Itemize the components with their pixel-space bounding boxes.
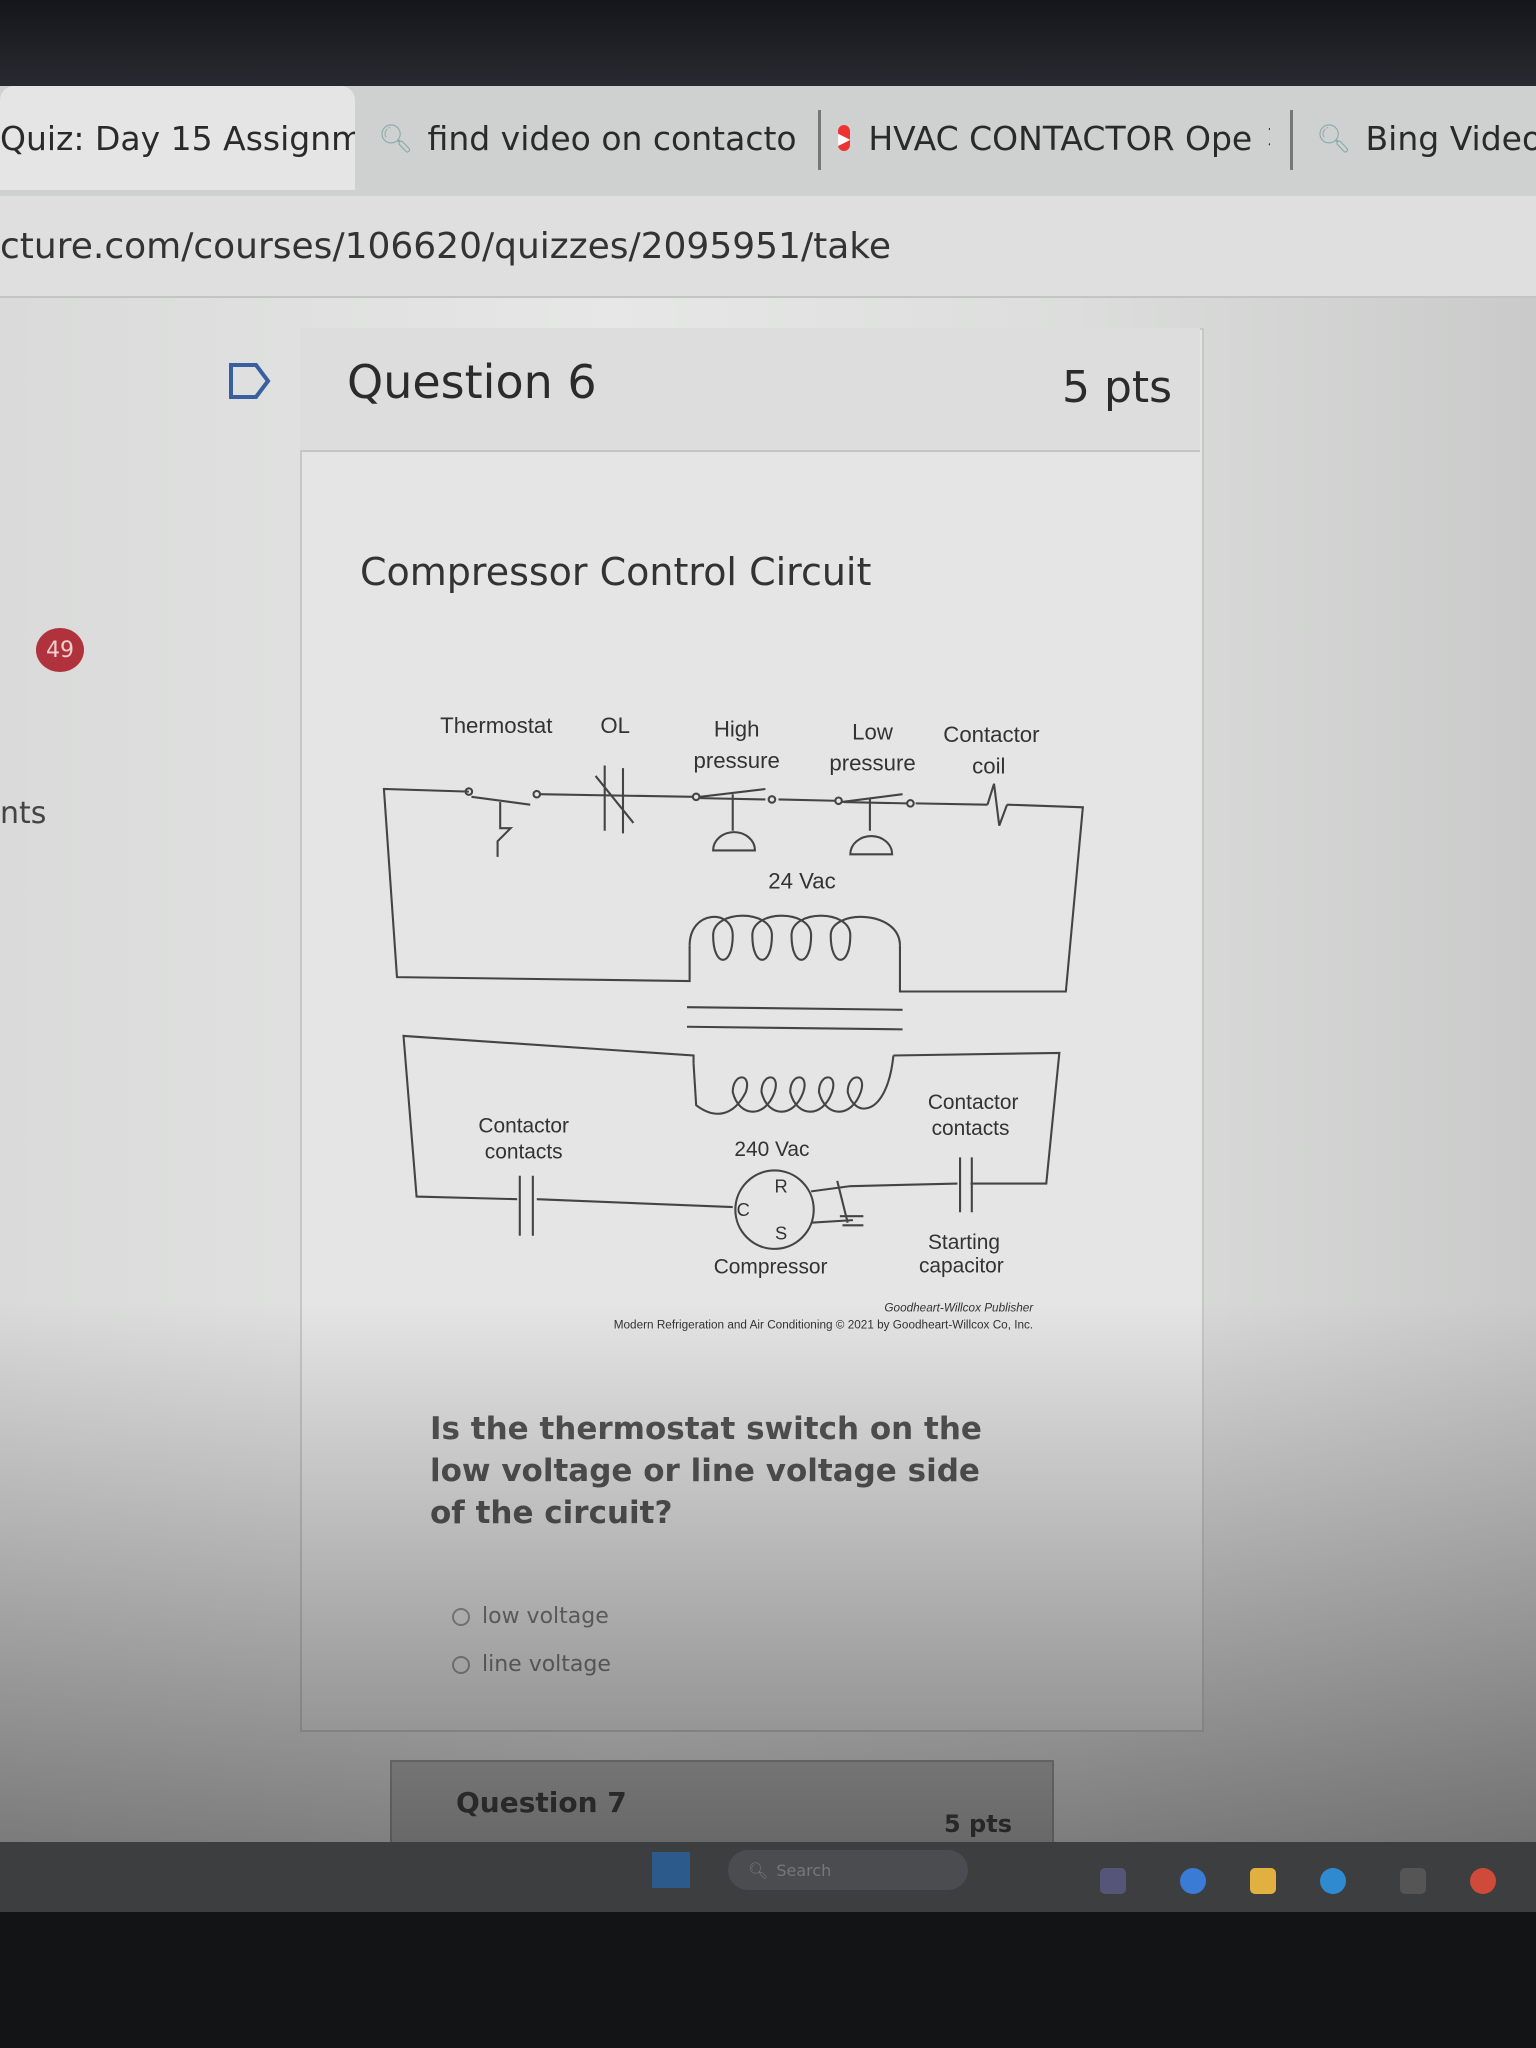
transformer-primary-coil	[688, 914, 902, 961]
tab-quiz[interactable]: Quiz: Day 15 Assignmen ✕	[0, 86, 355, 190]
option-label: line voltage	[482, 1652, 611, 1677]
tab-bing-videos[interactable]: 🔍︎ Bing Videos	[1316, 86, 1536, 190]
question-points: 5 pts	[1062, 362, 1173, 413]
transformer-core	[686, 1006, 903, 1031]
low-pressure-switch-symbol	[834, 793, 915, 856]
search-icon: 🔍︎	[1316, 121, 1352, 155]
option-low-voltage[interactable]: low voltage	[452, 1604, 609, 1629]
question-6-card	[300, 328, 1204, 1732]
contactor-contacts-right-symbol	[959, 1157, 973, 1213]
label-thermostat: Thermostat	[440, 713, 552, 738]
search-icon: 🔍︎	[748, 1860, 769, 1880]
question-prompt: Is the thermostat switch on the low volt…	[430, 1411, 982, 1531]
power-circuit-wire	[810, 1051, 1061, 1193]
edge-icon[interactable]	[1320, 1868, 1346, 1894]
tab-label: Quiz: Day 15 Assignmen	[0, 118, 355, 158]
chrome-icon[interactable]	[1470, 1868, 1496, 1894]
search-icon: 🔍︎	[378, 121, 414, 155]
label-coil: coil	[972, 753, 1005, 778]
control-circuit-wire	[382, 787, 691, 983]
thermostat-switch-symbol	[464, 787, 542, 857]
label-s: S	[775, 1223, 787, 1244]
label-ol: OL	[600, 713, 630, 738]
label-240vac: 240 Vac	[734, 1138, 809, 1161]
tab-divider	[818, 110, 821, 170]
label-starting: Starting	[928, 1231, 1000, 1254]
radio-button[interactable]	[452, 1607, 470, 1626]
tab-find-video[interactable]: 🔍︎ find video on contactor ✕	[378, 86, 798, 190]
tab-label: HVAC CONTACTOR Ope	[868, 118, 1253, 158]
tab-hvac-video[interactable]: ▶ HVAC CONTACTOR Ope ✕	[838, 86, 1270, 190]
sidebar-text: nts	[0, 796, 47, 831]
notification-badge[interactable]: 49	[36, 628, 84, 672]
control-circuit-wire	[539, 793, 988, 806]
question-title: Question 6	[347, 355, 597, 409]
monitor-bezel	[0, 0, 1536, 98]
label-compressor: Compressor	[714, 1256, 828, 1279]
label-pressure: pressure	[829, 751, 915, 776]
label-contactor: Contactor	[478, 1115, 569, 1138]
tab-label: find video on contactor	[427, 118, 798, 158]
contactor-contacts-left-symbol	[518, 1175, 534, 1236]
label-contacts: contacts	[485, 1141, 563, 1164]
transformer-secondary-coil	[692, 1055, 895, 1115]
label-r: R	[774, 1176, 787, 1197]
content-title: Compressor Control Circuit	[360, 550, 872, 594]
overload-contact-symbol	[594, 765, 635, 834]
contactor-coil-symbol	[986, 783, 1009, 826]
label-capacitor: capacitor	[919, 1254, 1004, 1277]
compressor-symbol	[734, 1169, 815, 1250]
starting-capacitor-symbol	[811, 1180, 864, 1227]
circuit-diagram: Thermostat OL High pressure Low pressure…	[382, 713, 1084, 1332]
taskbar-app-icon[interactable]	[1180, 1868, 1206, 1894]
high-pressure-switch-symbol	[691, 787, 777, 852]
taskbar-search[interactable]: 🔍︎ Search	[728, 1850, 968, 1890]
question-header	[300, 328, 1200, 452]
power-circuit-wire	[402, 1034, 733, 1209]
label-c: C	[737, 1199, 750, 1220]
question-title: Question 7	[456, 1786, 627, 1819]
label-24vac: 24 Vac	[768, 868, 835, 893]
taskbar-app-icon[interactable]	[1100, 1868, 1126, 1894]
credit-line: Modern Refrigeration and Air Conditionin…	[614, 1319, 1033, 1332]
option-label: low voltage	[482, 1604, 609, 1629]
question-points: 5 pts	[944, 1810, 1012, 1838]
url-text[interactable]: cture.com/courses/106620/quizzes/2095951…	[0, 226, 891, 267]
label-contactor: Contactor	[928, 1091, 1019, 1114]
tab-divider	[1290, 110, 1293, 170]
control-circuit-wire	[898, 803, 1084, 993]
label-pressure: pressure	[693, 748, 779, 773]
label-low: Low	[852, 719, 894, 744]
label-high: High	[714, 717, 760, 742]
search-placeholder: Search	[776, 1860, 832, 1880]
label-contactor: Contactor	[943, 722, 1040, 747]
monitor-bezel-bottom	[0, 1912, 1536, 2048]
tab-bar: Quiz: Day 15 Assignmen ✕ 🔍︎ find video o…	[0, 86, 1536, 196]
store-icon[interactable]	[1400, 1868, 1426, 1894]
tab-label: Bing Videos	[1365, 118, 1536, 158]
address-bar[interactable]: cture.com/courses/106620/quizzes/2095951…	[0, 196, 1536, 298]
close-icon[interactable]: ✕	[1264, 118, 1270, 158]
question-7-card: Question 7 5 pts	[390, 1760, 1054, 1854]
option-line-voltage[interactable]: line voltage	[452, 1652, 611, 1677]
file-explorer-icon[interactable]	[1250, 1868, 1276, 1894]
radio-button[interactable]	[452, 1655, 470, 1674]
label-contacts: contacts	[932, 1117, 1010, 1140]
youtube-icon: ▶	[838, 125, 851, 151]
windows-start-icon[interactable]	[652, 1852, 690, 1888]
flag-question-icon[interactable]	[228, 362, 272, 400]
credit-publisher: Goodheart-Willcox Publisher	[884, 1302, 1034, 1315]
